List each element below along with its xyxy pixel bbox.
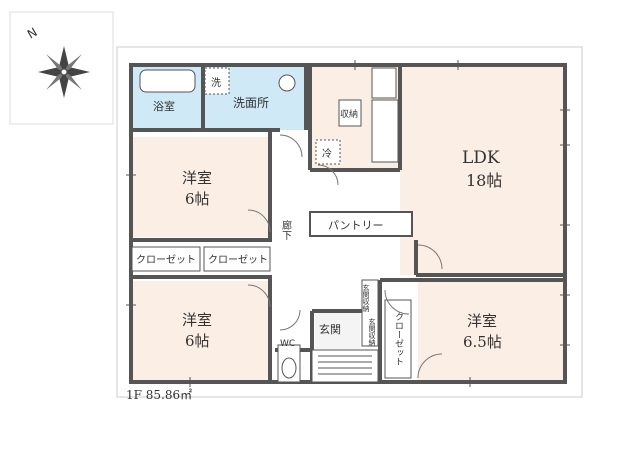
ldk-size: 18帖: [466, 171, 502, 190]
western2-name: 洋室: [182, 311, 212, 329]
fridge-label: 冷: [322, 147, 332, 160]
closet-label-c: クローゼット: [393, 312, 404, 366]
entrance-storage2-label: 玄関収納: [368, 317, 376, 347]
hall-label: 廊下: [280, 219, 292, 241]
doors: [247, 134, 443, 379]
washroom-label: 洗面所: [233, 96, 269, 110]
washer-label: 洗: [211, 77, 221, 89]
wc-label: WC: [280, 339, 295, 349]
compass: N: [9, 11, 114, 125]
western2-size: 6帖: [185, 332, 210, 350]
entrance-label: 玄関: [319, 322, 341, 336]
ldk-name: LDK: [462, 148, 500, 168]
western1-name: 洋室: [182, 169, 212, 187]
fixtures: [131, 67, 413, 383]
windows: [126, 60, 570, 387]
kitchen-storage-label: 収納: [340, 108, 358, 120]
closet-label-b: クローゼット: [208, 254, 268, 266]
bath-label: 浴室: [153, 99, 175, 113]
closet-label-a: クローゼット: [136, 254, 196, 266]
western3-size: 6.5帖: [463, 333, 502, 351]
compass-rose-icon: [38, 46, 90, 98]
floor-area-label: 1F 85.86㎡: [126, 388, 193, 402]
pantry-label: パントリー: [328, 219, 384, 232]
western1-size: 6帖: [185, 190, 210, 208]
entrance-storage1-label: 玄関収納: [362, 283, 370, 313]
western3-name: 洋室: [467, 312, 497, 330]
